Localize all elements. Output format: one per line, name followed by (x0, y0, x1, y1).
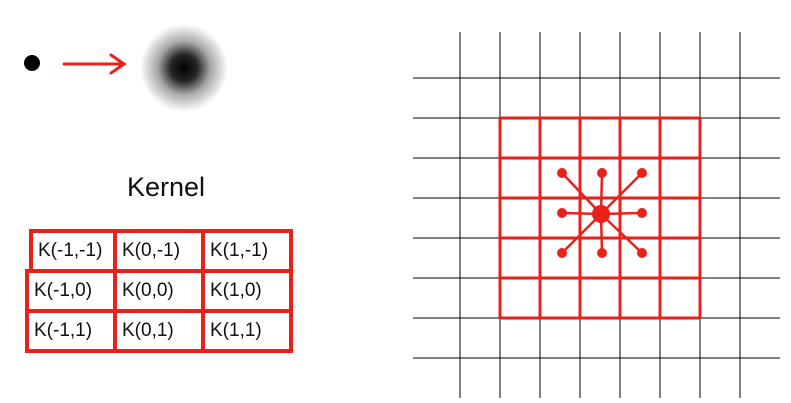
kernel-cell: K(0,0) (113, 269, 205, 313)
pixel-grid (413, 32, 780, 398)
kernel-cell: K(0,-1) (113, 229, 205, 273)
kernel-cell: K(1,1) (201, 309, 293, 353)
neighbor-point (637, 168, 647, 178)
neighbor-point (557, 208, 567, 218)
gaussian-blur-icon (140, 24, 228, 112)
kernel-cell: K(1,-1) (201, 229, 293, 273)
neighbor-connections (557, 168, 647, 258)
kernel-window (498, 116, 702, 320)
neighbor-point (637, 208, 647, 218)
kernel-cell: K(-1,1) (25, 309, 117, 353)
point-icon (24, 55, 40, 71)
kernel-cell: K(-1,0) (25, 269, 117, 313)
neighbor-point (637, 248, 647, 258)
kernel-cell: K(0,1) (113, 309, 205, 353)
center-point (592, 205, 610, 223)
kernel-table: K(-1,-1) K(0,-1) K(1,-1) K(-1,0) K(0,0) … (25, 229, 293, 353)
neighbor-point (557, 168, 567, 178)
kernel-title: Kernel (126, 172, 206, 202)
kernel-cell: K(1,0) (201, 269, 293, 313)
arrow-icon (62, 53, 127, 75)
neighbor-spoke (600, 213, 643, 254)
neighbor-spoke (600, 172, 643, 215)
neighbor-point (597, 248, 607, 258)
neighbor-spoke (561, 213, 602, 254)
kernel-cell: K(-1,-1) (29, 229, 117, 273)
neighbor-point (597, 168, 607, 178)
neighbor-point (557, 248, 567, 258)
neighbor-spoke (561, 172, 602, 215)
